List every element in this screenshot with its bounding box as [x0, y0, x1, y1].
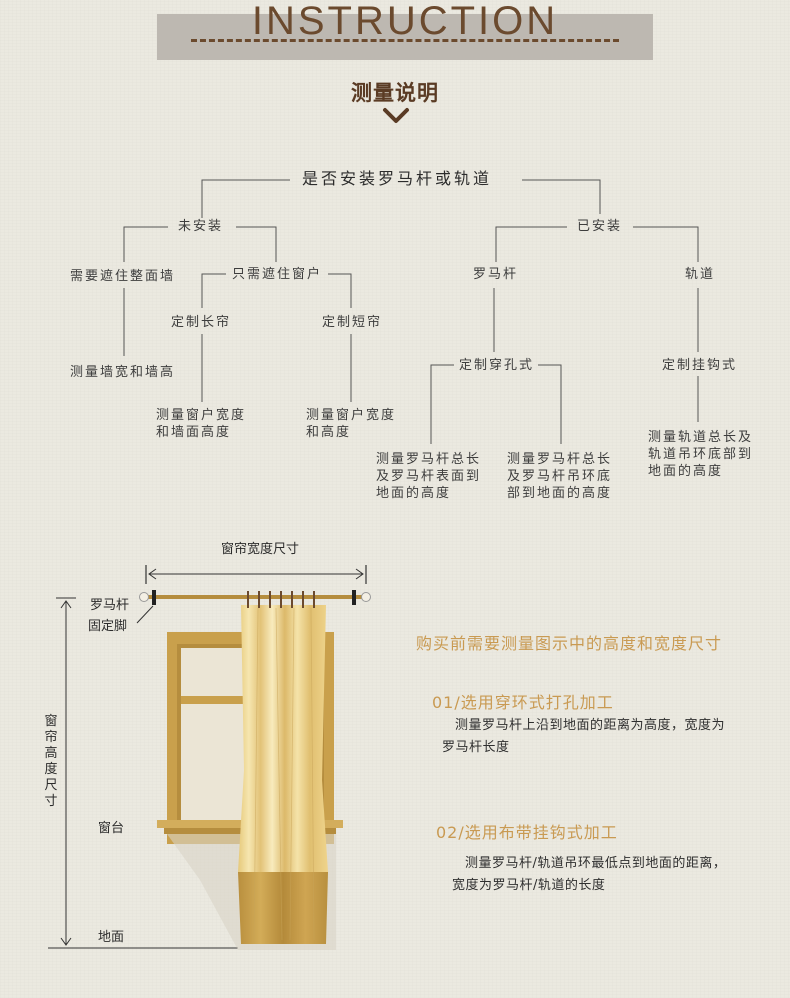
node-measure-wall: 测量墙宽和墙高: [70, 365, 176, 380]
long-measure-line: 和墙面高度: [156, 425, 232, 440]
section2-body: 测量罗马杆/轨道吊环最低点到地面的距离， 宽度为罗马杆/轨道的长度: [452, 853, 726, 897]
node-custom-grommet: 定制穿孔式: [459, 358, 535, 373]
section1-line: 测量罗马杆上沿到地面的距离为高度，宽度为: [455, 718, 726, 733]
node-cover-window: 只需遮住窗户: [232, 267, 323, 282]
node-short-measure: 测量窗户宽度 和高度: [306, 407, 396, 441]
short-measure-line: 和高度: [306, 425, 352, 440]
grommet-a-line: 地面的高度: [376, 486, 452, 501]
section-subtitle: 测量说明: [351, 80, 439, 105]
root-question: 是否安装罗马杆或轨道: [302, 169, 493, 188]
measurement-headline: 购买前需要测量图示中的高度和宽度尺寸: [416, 634, 723, 653]
section1-body: 测量罗马杆上沿到地面的距离为高度，宽度为 罗马杆长度: [442, 715, 725, 759]
grommet-b-line: 部到地面的高度: [507, 486, 613, 501]
section2-line: 测量罗马杆/轨道吊环最低点到地面的距离，: [465, 856, 727, 871]
track-measure-line: 测量轨道总长及: [648, 430, 754, 445]
node-custom-short: 定制短帘: [322, 315, 383, 330]
node-long-measure: 测量窗户宽度 和墙面高度: [156, 407, 246, 441]
height-dimension-label: 窗帘高度尺寸: [44, 714, 58, 809]
chevron-down-icon: [383, 108, 409, 123]
section1-title: 01/选用穿环式打孔加工: [432, 693, 614, 712]
long-measure-line: 测量窗户宽度: [156, 408, 247, 423]
node-track-measure: 测量轨道总长及 轨道吊环底部到 地面的高度: [648, 429, 753, 480]
curtain-illustration: [48, 565, 371, 950]
grommet-a-line: 及罗马杆表面到: [376, 469, 482, 484]
node-cover-wall: 需要遮住整面墙: [70, 269, 176, 284]
section2-title: 02/选用布带挂钩式加工: [436, 823, 618, 842]
short-measure-line: 测量窗户宽度: [306, 408, 397, 423]
node-custom-hook: 定制挂钩式: [662, 358, 738, 373]
decision-tree-lines: [123, 179, 699, 444]
node-not-installed: 未安装: [178, 219, 224, 234]
title-dashed-rule: [191, 39, 619, 42]
grommet-b-line: 及罗马杆吊环底: [507, 469, 613, 484]
grommet-a-line: 测量罗马杆总长: [376, 452, 482, 467]
track-measure-line: 地面的高度: [648, 464, 724, 479]
rod-label: 罗马杆: [90, 598, 130, 613]
sill-label: 窗台: [98, 821, 125, 836]
node-roman-rod: 罗马杆: [473, 267, 519, 282]
bracket-label: 固定脚: [88, 619, 128, 634]
floor-label: 地面: [98, 930, 125, 945]
node-grommet-measure-b: 测量罗马杆总长 及罗马杆吊环底 部到地面的高度: [507, 451, 612, 502]
node-custom-long: 定制长帘: [171, 315, 232, 330]
width-dimension-label: 窗帘宽度尺寸: [221, 542, 300, 557]
section1-line: 罗马杆长度: [442, 740, 510, 755]
page-title: INSTRUCTION: [251, 0, 559, 43]
header-banner: INSTRUCTION: [157, 0, 653, 60]
section2-line: 宽度为罗马杆/轨道的长度: [452, 878, 606, 893]
node-grommet-measure-a: 测量罗马杆总长 及罗马杆表面到 地面的高度: [376, 451, 481, 502]
track-measure-line: 轨道吊环底部到: [648, 447, 754, 462]
node-installed: 已安装: [577, 219, 623, 234]
grommet-b-line: 测量罗马杆总长: [507, 452, 613, 467]
node-track: 轨道: [685, 267, 716, 282]
